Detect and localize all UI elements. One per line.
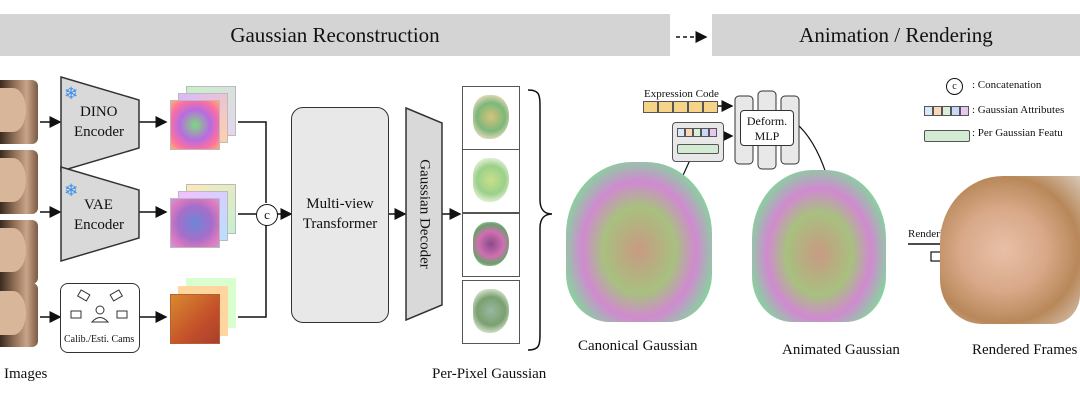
rendered-frame-image xyxy=(940,176,1080,324)
gaussian-card-4 xyxy=(462,280,520,344)
reconstruction-title: Gaussian Reconstruction xyxy=(230,22,440,47)
gaussian-card-3 xyxy=(462,213,520,277)
transformer-label-2: Transformer xyxy=(302,216,378,232)
cam-feature-map-front xyxy=(170,294,220,344)
animated-gaussian-image xyxy=(752,170,886,322)
vae-label-1: VAE xyxy=(84,197,113,213)
gaussian-attributes-vector xyxy=(677,128,717,137)
legend-concat-symbol: c xyxy=(952,81,957,92)
snowflake-icon: ❄ xyxy=(64,84,79,103)
canonical-gaussian-image xyxy=(566,162,712,322)
rendered-label: Rendered Frames xyxy=(972,342,1078,358)
input-image-4 xyxy=(0,283,38,347)
legend-gaussian-attributes-label: : Gaussian Attributes xyxy=(972,104,1065,116)
line-dino-merge xyxy=(238,121,267,203)
gaussian-card-1 xyxy=(462,86,520,150)
transformer-label-1: Multi-view xyxy=(306,196,374,212)
concat-symbol: c xyxy=(264,207,270,222)
legend-gaussian-attributes-box xyxy=(924,106,969,116)
input-image-3 xyxy=(0,220,38,284)
cams-label: Calib./Esti. Cams xyxy=(64,334,135,345)
dino-feature-map-front xyxy=(170,100,220,150)
per-pixel-label: Per-Pixel Gaussian xyxy=(432,366,547,382)
input-image-1 xyxy=(0,80,38,144)
legend-concat-circle: c xyxy=(946,78,963,95)
per-gaussian-feature-bar xyxy=(677,144,719,154)
gaussian-card-2 xyxy=(462,149,520,213)
legend-concat-label: : Concatenation xyxy=(972,79,1042,91)
curly-brace xyxy=(527,89,553,351)
vae-feature-map-front xyxy=(170,198,220,248)
cameras-box: Calib./Esti. Cams xyxy=(60,283,140,353)
expression-code-vector xyxy=(643,101,718,113)
legend-per-gaussian-label: : Per Gaussian Featu xyxy=(972,127,1063,139)
legend-per-gaussian-box xyxy=(924,130,970,142)
line-cams-merge xyxy=(238,225,267,318)
input-image-2 xyxy=(0,150,38,214)
reconstruction-banner: Gaussian Reconstruction xyxy=(0,14,670,56)
dino-encoder xyxy=(60,76,140,172)
dino-label-2: Encoder xyxy=(74,124,124,140)
per-gaussian-feature-box xyxy=(672,122,724,162)
vae-label-2: Encoder xyxy=(74,217,124,233)
gaussian-decoder xyxy=(405,107,443,321)
concat-circle: c xyxy=(256,204,278,226)
dino-label-1: DINO xyxy=(80,104,118,120)
decoder-label: Gaussian Decoder xyxy=(416,159,433,269)
deform-mlp-label-1: Deform. xyxy=(746,114,788,128)
deform-mlp-label-2: MLP xyxy=(754,129,780,143)
snowflake-icon: ❄ xyxy=(64,181,79,200)
animation-banner: Animation / Rendering xyxy=(712,14,1080,56)
images-label: Images xyxy=(4,366,48,382)
deform-mlp-label-box: Deform. MLP xyxy=(740,110,794,146)
multiview-transformer: Multi-view Transformer xyxy=(291,107,389,323)
expression-code-label: Expression Code xyxy=(644,88,719,100)
animated-label: Animated Gaussian xyxy=(782,342,900,358)
camera-icons xyxy=(70,289,128,323)
canonical-label: Canonical Gaussian xyxy=(578,338,698,354)
vae-encoder xyxy=(60,166,140,262)
animation-title: Animation / Rendering xyxy=(799,22,993,47)
